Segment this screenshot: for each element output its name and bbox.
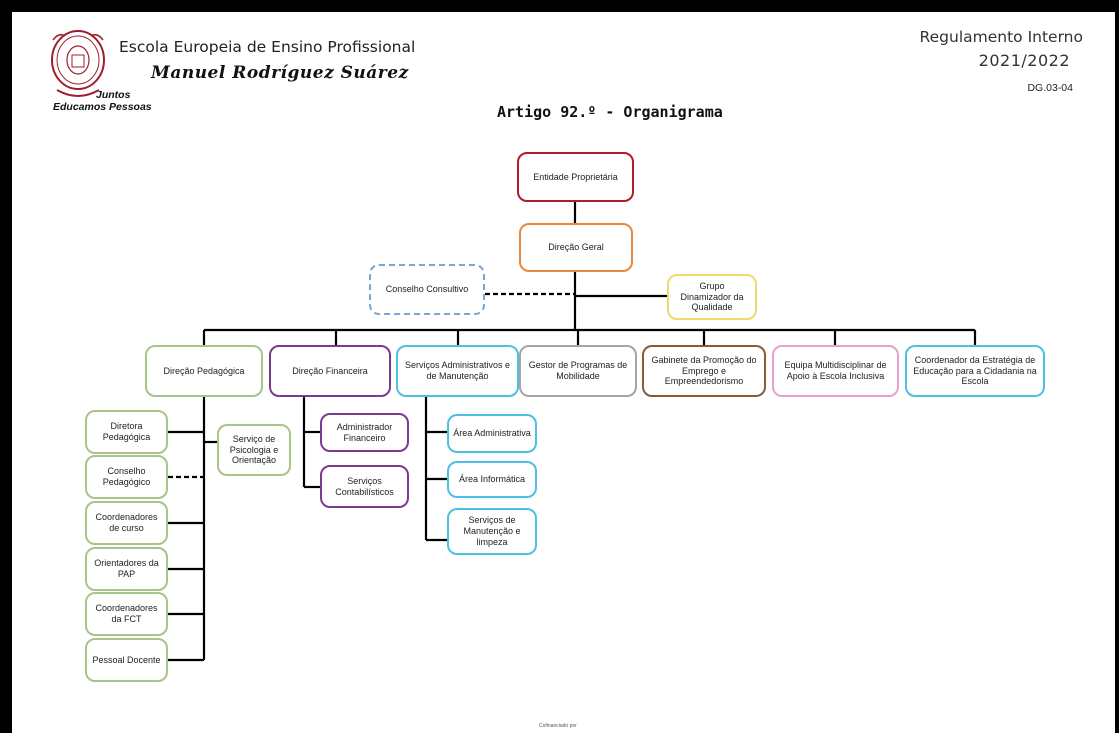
node-coordenador-estrategia: Coordenador da Estratégia de Educação pa… — [905, 345, 1045, 397]
article-title: Artigo 92.º - Organigrama — [497, 103, 723, 121]
regulation-year: 2021/2022 — [978, 51, 1070, 70]
node-coordenadores-fct: Coordenadores da FCT — [85, 592, 168, 636]
node-servicos-contabilisticos: Serviços Contabilísticos — [320, 465, 409, 508]
node-conselho-consultivo: Conselho Consultivo — [369, 264, 485, 315]
node-gabinete-promocao: Gabinete da Promoção do Emprego e Empree… — [642, 345, 766, 397]
node-servicos-manutencao: Serviços de Manutenção e limpeza — [447, 508, 537, 555]
node-area-informatica: Área Informática — [447, 461, 537, 498]
node-servicos-administrativos: Serviços Administrativos e de Manutenção — [396, 345, 519, 397]
node-conselho-pedagogico: Conselho Pedagógico — [85, 455, 168, 499]
node-grupo-qualidade: Grupo Dinamizador da Qualidade — [667, 274, 757, 320]
node-direcao-pedagogica: Direção Pedagógica — [145, 345, 263, 397]
regulation-title: Regulamento Interno — [919, 28, 1083, 46]
school-seal-logo — [51, 30, 105, 97]
node-equipa-multidisciplinar: Equipa Multidisciplinar de Apoio à Escol… — [772, 345, 899, 397]
node-entidade-proprietaria: Entidade Proprietária — [517, 152, 634, 202]
node-pessoal-docente: Pessoal Docente — [85, 638, 168, 682]
node-area-administrativa: Área Administrativa — [447, 414, 537, 453]
org-chart-connectors — [168, 202, 977, 662]
node-direcao-financeira: Direção Financeira — [269, 345, 391, 397]
node-servico-psicologia: Serviço de Psicologia e Orientação — [217, 424, 291, 476]
school-name: Escola Europeia de Ensino Profissional — [119, 38, 416, 56]
footer-cofinanciado: Cofinanciado por — [539, 723, 577, 729]
node-diretora-pedagogica: Diretora Pedagógica — [85, 410, 168, 454]
motto-line-2: Educamos Pessoas — [53, 101, 152, 113]
node-administrador-financeiro: Administrador Financeiro — [320, 413, 409, 452]
node-orientadores-pap: Orientadores da PAP — [85, 547, 168, 591]
school-patron-name: Manuel Rodríguez Suárez — [151, 63, 409, 83]
node-gestor-programas: Gestor de Programas de Mobilidade — [519, 345, 637, 397]
node-direcao-geral: Direção Geral — [519, 223, 633, 272]
document-page: Escola Europeia de Ensino Profissional M… — [12, 12, 1115, 733]
document-code: DG.03-04 — [1027, 82, 1073, 94]
node-coordenadores-curso: Coordenadores de curso — [85, 501, 168, 545]
motto-line-1: Juntos — [96, 89, 131, 101]
